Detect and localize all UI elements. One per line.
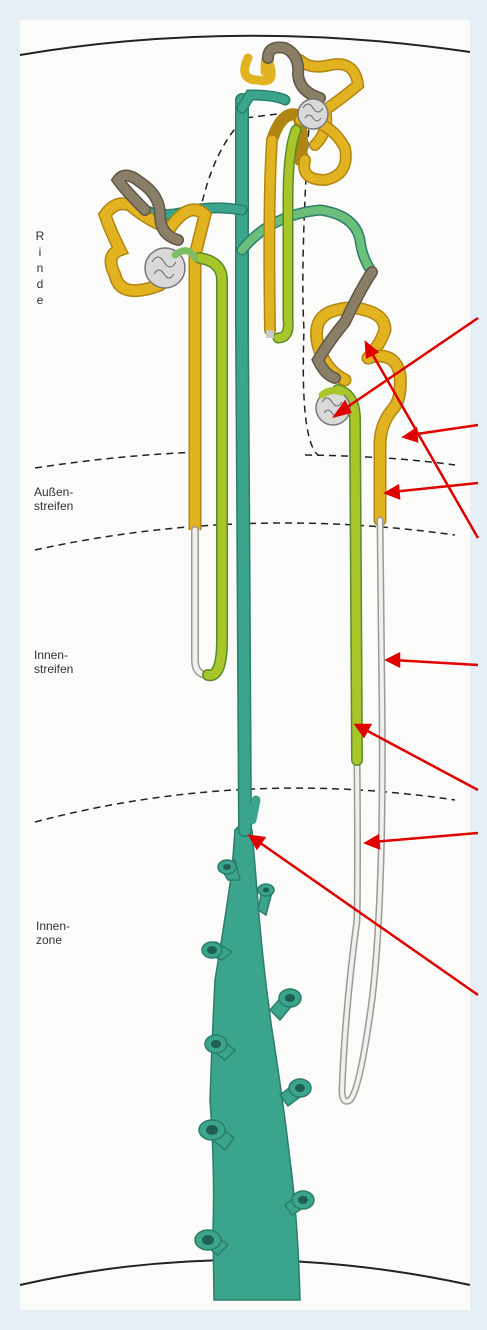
zone-label-innenstreifen: Innen- streifen [34, 648, 73, 676]
collecting-duct-stub [252, 800, 256, 820]
zone-label-rinde: R i n d e [34, 228, 46, 308]
zone-label-innenzone: Innen- zone [36, 919, 70, 947]
zone-label-aussenstreifen: Außen- streifen [34, 485, 73, 513]
glomerulus-top [298, 99, 328, 129]
